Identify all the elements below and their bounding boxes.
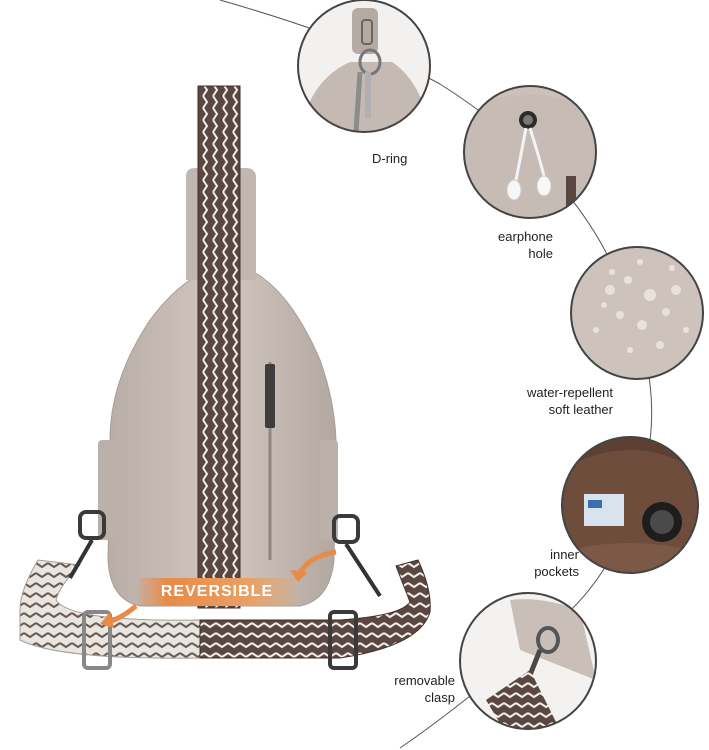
label-clasp-line2: clasp [424,690,455,705]
label-removable-clasp: removable clasp [394,672,455,706]
detail-dring-circle [297,0,431,133]
detail-pockets-circle [561,436,699,574]
label-pockets-line1: inner [550,547,579,562]
label-inner-pockets: inner pockets [534,546,579,580]
label-earphone-line1: earphone [498,229,553,244]
detail-earphone-circle [463,85,597,219]
strap-dark-side [199,559,431,659]
label-pockets-line2: pockets [534,564,579,579]
buckle-left [82,610,112,670]
shoulder-strap [197,85,241,609]
detail-clasp-circle [459,592,597,730]
label-dring-line1: D-ring [372,151,408,166]
detail-leather-circle [570,246,704,380]
label-earphone-hole: earphone hole [498,228,553,262]
reversible-badge: REVERSIBLE [138,578,296,606]
buckle-right [328,610,358,670]
label-dring: D-ring [372,150,407,167]
label-leather-line1: water-repellent [527,385,613,400]
label-water-repellent: water-repellent soft leather [527,384,613,418]
label-leather-line2: soft leather [548,402,613,417]
label-clasp-line1: removable [394,673,455,688]
label-earphone-line2: hole [528,246,553,261]
